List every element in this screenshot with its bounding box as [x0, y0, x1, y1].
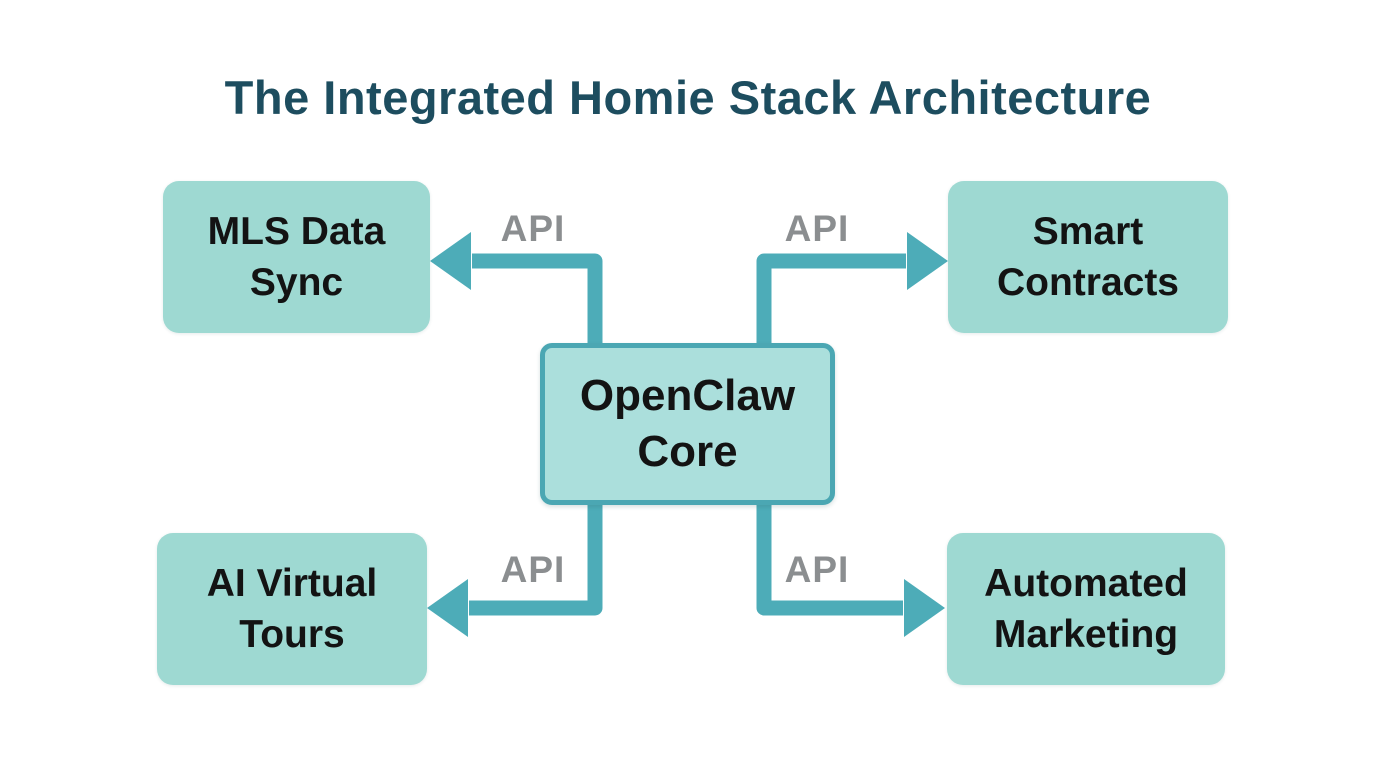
api-label-mls: API — [500, 208, 566, 249]
arrowhead-ai — [427, 579, 468, 637]
diagram-title: The Integrated Homie Stack Architecture — [224, 71, 1152, 124]
node-openclaw-core-label: OpenClaw Core — [579, 371, 796, 476]
node-smart-contracts-label: Smart Contracts — [996, 209, 1180, 304]
node-automated-marketing: Automated Marketing — [947, 533, 1225, 685]
node-smart-contracts: Smart Contracts — [948, 181, 1228, 333]
arrowhead-mls — [430, 232, 471, 290]
arrowhead-smart — [907, 232, 948, 290]
connector-core-to-smart — [756, 253, 906, 352]
node-automated-marketing-label: Automated Marketing — [984, 561, 1188, 656]
node-ai-virtual-tours-label: AI Virtual Tours — [206, 561, 378, 656]
arrowhead-marketing — [904, 579, 945, 637]
node-mls-data-sync-label: MLS Data Sync — [207, 209, 386, 304]
node-mls-data-sync: MLS Data Sync — [163, 181, 430, 333]
node-ai-virtual-tours: AI Virtual Tours — [157, 533, 427, 685]
api-label-ai: API — [500, 549, 566, 590]
connector-core-to-mls — [472, 253, 603, 352]
node-openclaw-core: OpenClaw Core — [540, 343, 835, 505]
api-label-smart: API — [784, 208, 850, 249]
api-label-marketing: API — [784, 549, 850, 590]
